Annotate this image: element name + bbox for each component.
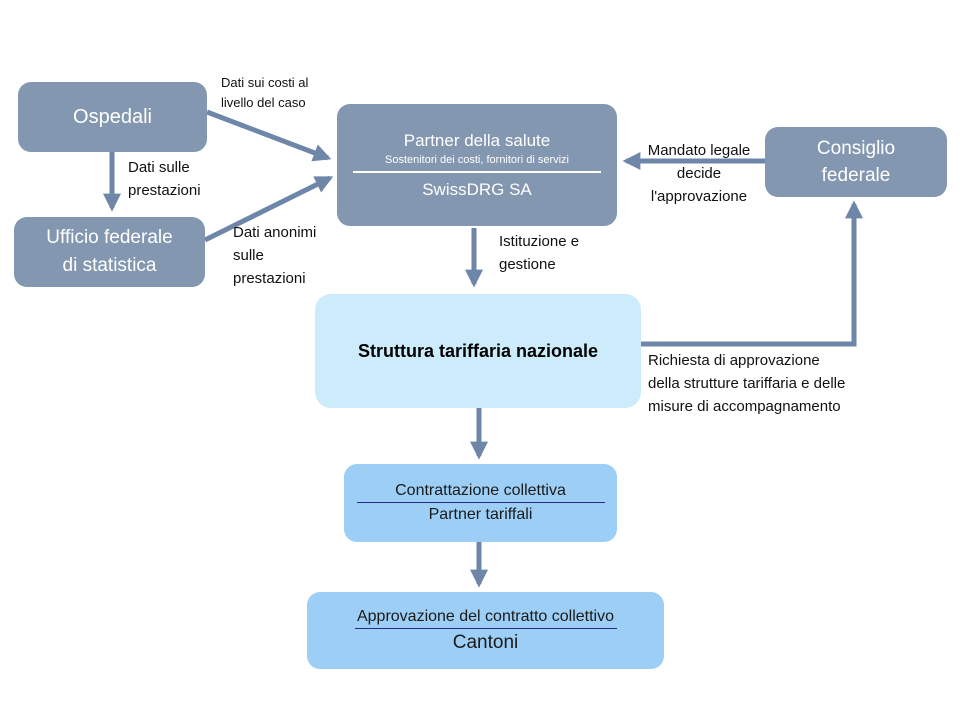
node-approvazione-title: Approvazione del contratto collettivo [356,607,615,625]
node-ufficio-line-2: di statistica [62,255,157,276]
node-consiglio-federale: Consiglio federale [765,127,947,197]
label-mandato-line-1: Mandato legale [647,142,751,159]
node-struttura-label: Struttura tariffaria nazionale [357,340,599,361]
arrow-ospedali-to-partner [206,109,332,162]
label-dati-anonimi-line-2: sulle [233,247,264,264]
node-partner-org: SwissDRG SA [422,179,532,199]
label-dati-anonimi: Dati anonimi sulle prestazioni [233,221,316,290]
node-struttura-tariffaria: Struttura tariffaria nazionale [315,294,641,408]
label-costi-caso-line-2: livello del caso [221,95,306,110]
node-approvazione: Approvazione del contratto collettivo Ca… [307,592,664,669]
label-mandato-line-2: decide [676,165,722,182]
label-dati-prestazioni: Dati sulle prestazioni [128,156,201,202]
arrow-ufficio-to-partner [203,175,334,243]
label-istituzione-line-1: Istituzione e [499,233,580,250]
label-richiesta-line-1: Richiesta di approvazione [648,352,820,369]
label-dati-prestazioni-line-2: prestazioni [128,182,201,199]
label-mandato: Mandato legale decide l'approvazione [637,139,761,208]
label-costi-caso: Dati sui costi al livello del caso [221,73,308,113]
arrow-struttura-to-consiglio [641,200,863,347]
node-ospedali-label: Ospedali [73,105,152,128]
node-approvazione-divider [354,627,617,629]
node-contrattazione-title: Contrattazione collettiva [395,482,566,499]
label-richiesta: Richiesta di approvazione della struttur… [648,349,845,418]
label-costi-caso-line-1: Dati sui costi al [221,75,309,90]
label-dati-prestazioni-line-1: Dati sulle [128,159,190,176]
label-richiesta-line-3: misure di accompagnamento [648,398,841,415]
node-contrattazione-divider [356,502,605,503]
node-partner-title: Partner della salute [403,130,551,150]
node-consiglio-line-1: Consiglio [816,138,896,159]
node-partner-divider [353,170,601,173]
node-ufficio-statistica: Ufficio federale di statistica [14,217,205,287]
node-contrattazione-subtitle: Partner tariffali [428,506,533,523]
label-dati-anonimi-line-1: Dati anonimi [233,224,317,241]
node-contrattazione: Contrattazione collettiva Partner tariff… [344,464,617,542]
node-approvazione-subtitle: Cantoni [452,631,519,653]
label-mandato-line-3: l'approvazione [650,188,748,205]
node-consiglio-line-2: federale [821,165,891,186]
label-dati-anonimi-line-3: prestazioni [233,270,306,287]
label-istituzione: Istituzione e gestione [499,230,579,276]
node-partner-salute: Partner della salute Sostenitori dei cos… [337,104,617,226]
label-richiesta-line-2: della strutture tariffaria e delle [648,375,846,392]
label-istituzione-line-2: gestione [499,256,556,273]
node-partner-subtitle: Sostenitori dei costi, fornitori di serv… [384,153,569,166]
node-ospedali: Ospedali [18,82,207,152]
node-ufficio-line-1: Ufficio federale [46,227,173,248]
